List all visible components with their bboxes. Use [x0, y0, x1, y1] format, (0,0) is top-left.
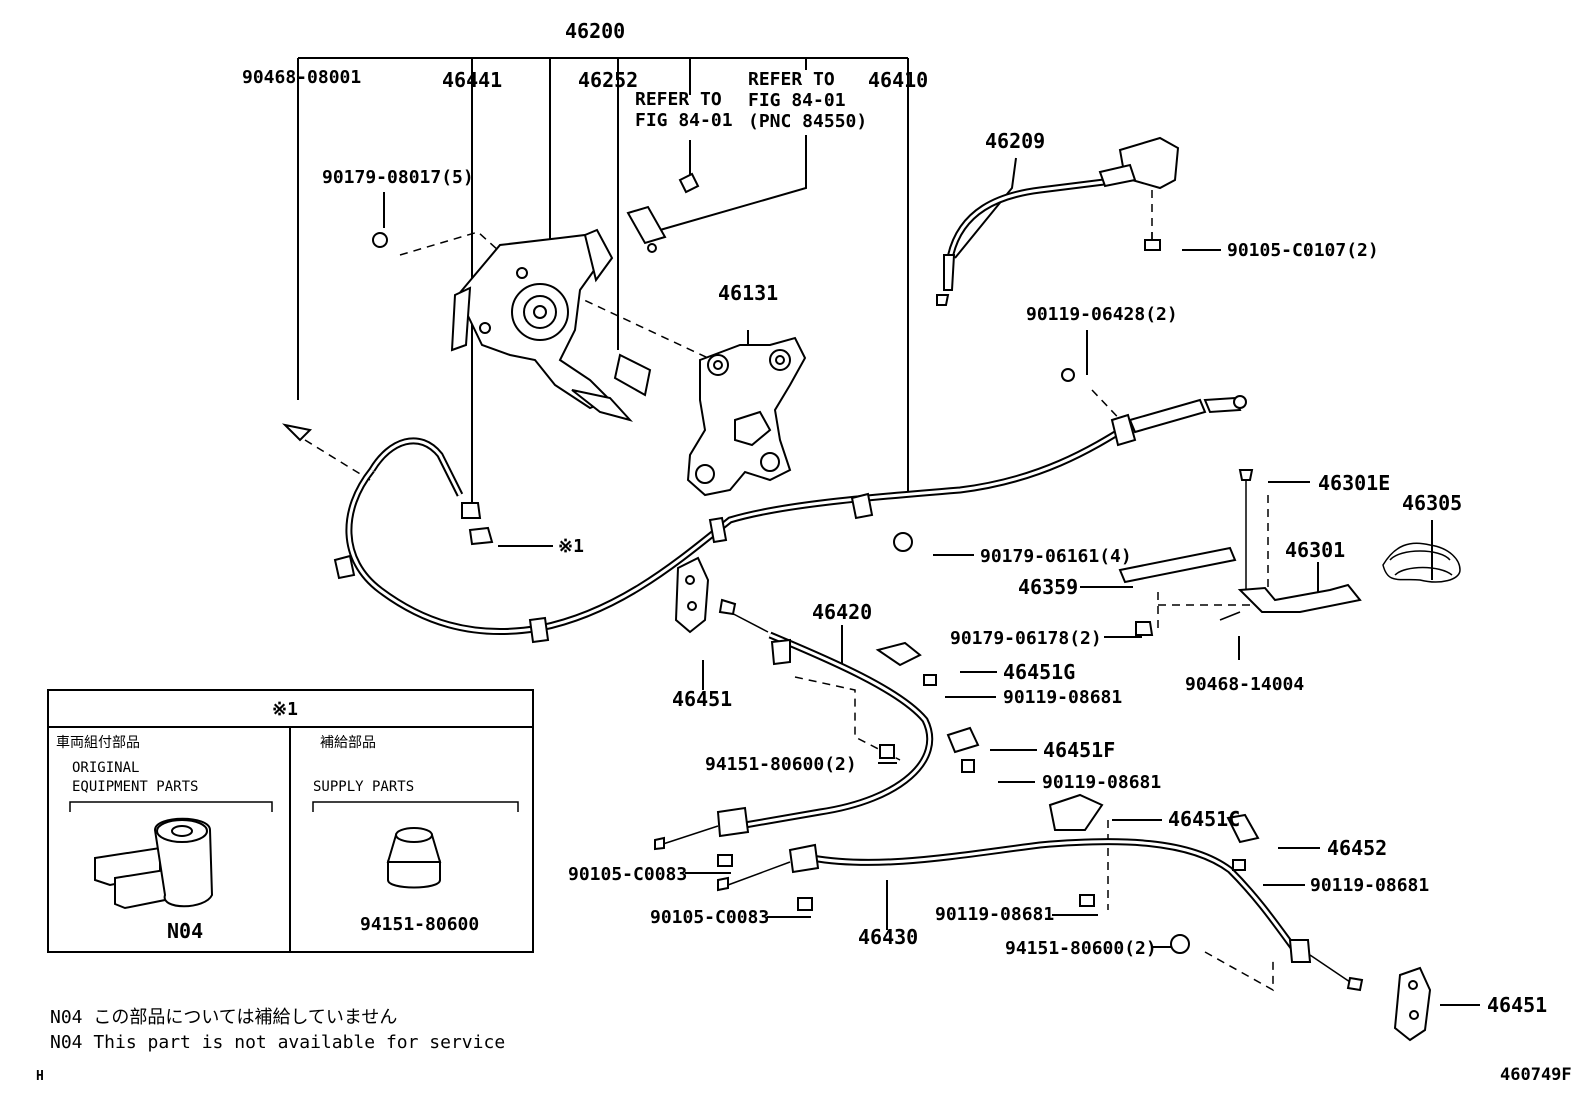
label-90105-C0083-a: 90105-C0083 — [568, 864, 687, 885]
rear-cable-46420 — [654, 598, 934, 851]
pedal-assembly — [450, 228, 652, 422]
inset-title: ※1 — [272, 699, 298, 720]
nut-94151-80600-drawing — [386, 827, 442, 889]
label-refer1-b: FIG 84-01 — [635, 110, 733, 131]
inset-left-line1: ORIGINAL — [72, 760, 139, 776]
label-46451F: 46451F — [1043, 738, 1115, 762]
label-46452: 46452 — [1327, 836, 1387, 860]
label-90119-06428: 90119-06428(2) — [1026, 304, 1178, 325]
corner-h: H — [36, 1069, 44, 1084]
inset-left-line2: EQUIPMENT PARTS — [72, 779, 198, 795]
label-90119-08681-d: 90119-08681 — [935, 904, 1054, 925]
inset-right-header: 補給部品 — [320, 735, 376, 751]
front-cable-46410 — [281, 368, 1247, 644]
label-90119-08681-c: 90119-08681 — [1310, 875, 1429, 896]
small-hardware — [461, 502, 1154, 773]
label-94151-80600-b: 94151-80600(2) — [1005, 938, 1157, 959]
bracket-46451-lower — [1393, 966, 1432, 1042]
label-refer2-c: (PNC 84550) — [748, 111, 867, 132]
bracket-46451-upper — [674, 556, 710, 634]
note-en: N04 This part is not available for servi… — [50, 1032, 505, 1053]
label-46252: 46252 — [578, 68, 638, 92]
pedal-fittings — [372, 172, 700, 253]
label-refer2-a: REFER TO — [748, 69, 835, 90]
screw-90105-C0107 — [1144, 232, 1161, 251]
bracket-46131 — [686, 336, 807, 497]
label-94151-80600-a: 94151-80600(2) — [705, 754, 857, 775]
label-46410: 46410 — [868, 68, 928, 92]
label-46451C: 46451C — [1168, 807, 1240, 831]
label-90179-06178: 90179-06178(2) — [950, 628, 1102, 649]
label-46305: 46305 — [1402, 491, 1462, 515]
label-90105-C0107: 90105-C0107(2) — [1227, 240, 1379, 261]
label-46301E: 46301E — [1318, 471, 1390, 495]
inset-right-part: 94151-80600 — [360, 914, 479, 935]
label-refer2-b: FIG 84-01 — [748, 90, 846, 111]
label-46420: 46420 — [812, 600, 872, 624]
inset-box: ※1 車両組付部品 ORIGINAL EQUIPMENT PARTS 補給部品 … — [47, 689, 534, 953]
lower-hardware — [717, 793, 1260, 954]
label-46430: 46430 — [858, 925, 918, 949]
label-star1: ※1 — [558, 536, 584, 557]
label-46451G: 46451G — [1003, 660, 1075, 684]
label-46451-upper: 46451 — [672, 687, 732, 711]
label-46200: 46200 — [565, 19, 625, 43]
label-90119-08681-b: 90119-08681 — [1042, 772, 1161, 793]
figure-id: 460749F — [1500, 1065, 1572, 1085]
label-refer1-a: REFER TO — [635, 89, 722, 110]
label-46301: 46301 — [1285, 538, 1345, 562]
label-46451-lower: 46451 — [1487, 993, 1547, 1017]
inset-left-header: 車両組付部品 — [56, 734, 140, 751]
lever-and-spring — [1118, 469, 1461, 621]
inset-left-part: N04 — [167, 919, 203, 943]
part-labels: 46200 90468-08001 46441 46252 REFER TO F… — [242, 19, 1547, 1017]
clip-n04-drawing — [94, 817, 214, 910]
assembly-bracket-46200 — [297, 57, 909, 495]
label-90468-14004: 90468-14004 — [1185, 674, 1304, 695]
label-90105-C0083-b: 90105-C0083 — [650, 907, 769, 928]
label-90179-08017: 90179-08017(5) — [322, 167, 474, 188]
inset-right-line1: SUPPLY PARTS — [313, 779, 414, 795]
label-90119-08681-a: 90119-08681 — [1003, 687, 1122, 708]
label-46359: 46359 — [1018, 575, 1078, 599]
release-cable-46209 — [936, 136, 1180, 306]
label-90468-08001: 90468-08001 — [242, 67, 361, 88]
note-jp: N04 この部品については補給していません — [50, 1007, 397, 1028]
label-46441: 46441 — [442, 68, 502, 92]
label-46209: 46209 — [985, 129, 1045, 153]
label-46131: 46131 — [718, 281, 778, 305]
rear-cable-46430 — [717, 838, 1364, 992]
label-90179-06161: 90179-06161(4) — [980, 546, 1132, 567]
notes: N04 この部品については補給していません N04 This part is n… — [36, 1007, 1572, 1085]
